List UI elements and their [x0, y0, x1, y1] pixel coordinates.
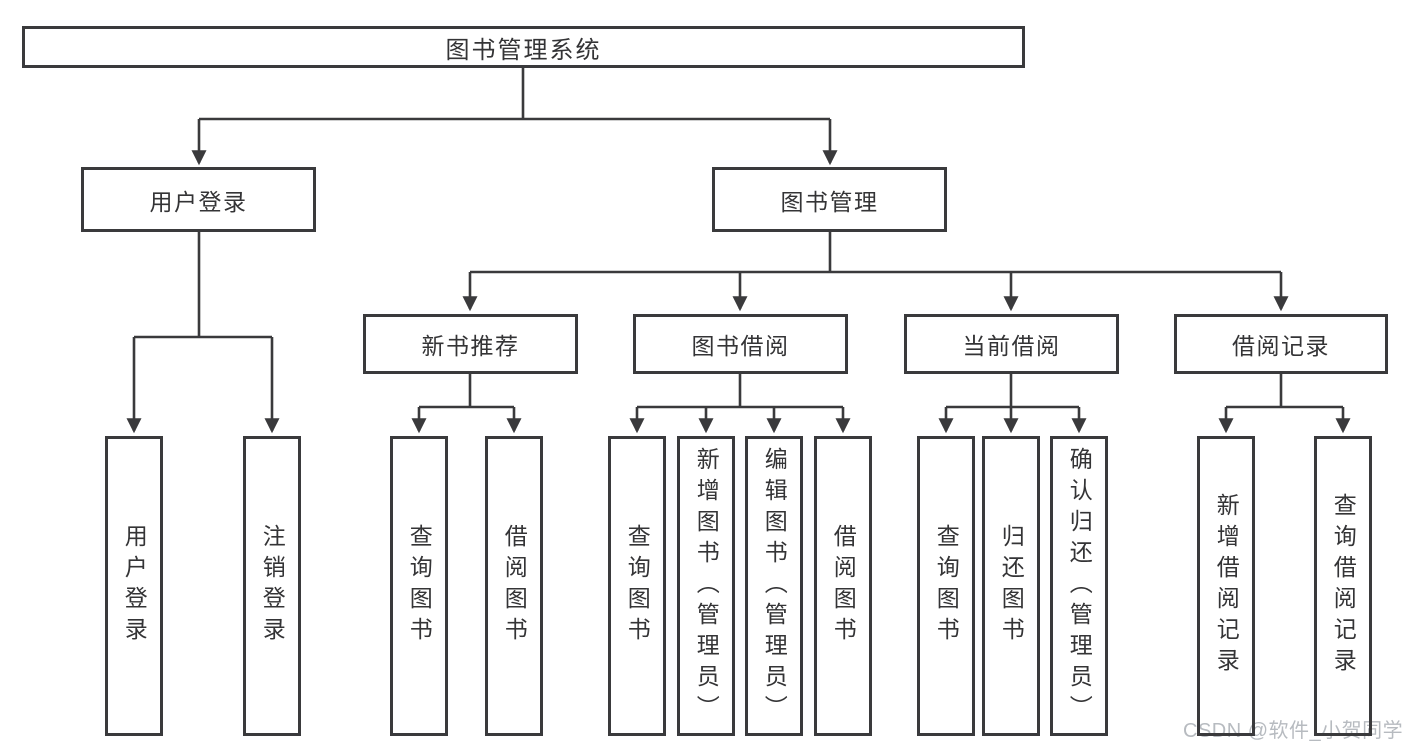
node-current-borrowing: 当前借阅	[904, 314, 1119, 374]
leaf-query-borrow-record: 查询借阅记录	[1314, 436, 1372, 736]
leaf-query-books-current: 查询图书	[917, 436, 975, 736]
leaf-label: 确认归还（管理员）	[1066, 446, 1093, 726]
leaf-user-login: 用户登录	[105, 436, 163, 736]
leaf-return-books: 归还图书	[982, 436, 1040, 736]
node-borrow-records: 借阅记录	[1174, 314, 1388, 374]
leaf-logout: 注销登录	[243, 436, 301, 736]
leaf-confirm-return-admin: 确认归还（管理员）	[1050, 436, 1108, 736]
leaf-label: 用户登录	[121, 524, 148, 648]
leaf-label: 归还图书	[998, 524, 1025, 648]
node-library-system: 图书管理系统	[22, 26, 1025, 68]
leaf-edit-book-admin: 编辑图书（管理员）	[745, 436, 803, 736]
leaf-label: 查询图书	[933, 524, 960, 648]
watermark-csdn: CSDN @软件_小贺同学	[1183, 720, 1404, 742]
node-book-borrowing: 图书借阅	[633, 314, 848, 374]
leaf-label: 查询图书	[624, 524, 651, 648]
leaf-borrow-books-recommend: 借阅图书	[485, 436, 543, 736]
leaf-borrow-books-borrowing: 借阅图书	[814, 436, 872, 736]
leaf-label: 借阅图书	[830, 524, 857, 648]
leaf-add-book-admin: 新增图书（管理员）	[677, 436, 735, 736]
leaf-add-borrow-record: 新增借阅记录	[1197, 436, 1255, 736]
leaf-label: 新增借阅记录	[1213, 493, 1240, 679]
leaf-label: 注销登录	[259, 524, 286, 648]
node-new-book-recommend: 新书推荐	[363, 314, 578, 374]
leaf-query-books-recommend: 查询图书	[390, 436, 448, 736]
node-user-login: 用户登录	[81, 167, 316, 232]
leaf-query-books-borrowing: 查询图书	[608, 436, 666, 736]
leaf-label: 新增图书（管理员）	[693, 446, 720, 726]
leaf-label: 查询图书	[406, 524, 433, 648]
leaf-label: 编辑图书（管理员）	[761, 446, 788, 726]
leaf-label: 借阅图书	[501, 524, 528, 648]
node-book-management: 图书管理	[712, 167, 947, 232]
leaf-label: 查询借阅记录	[1330, 493, 1357, 679]
